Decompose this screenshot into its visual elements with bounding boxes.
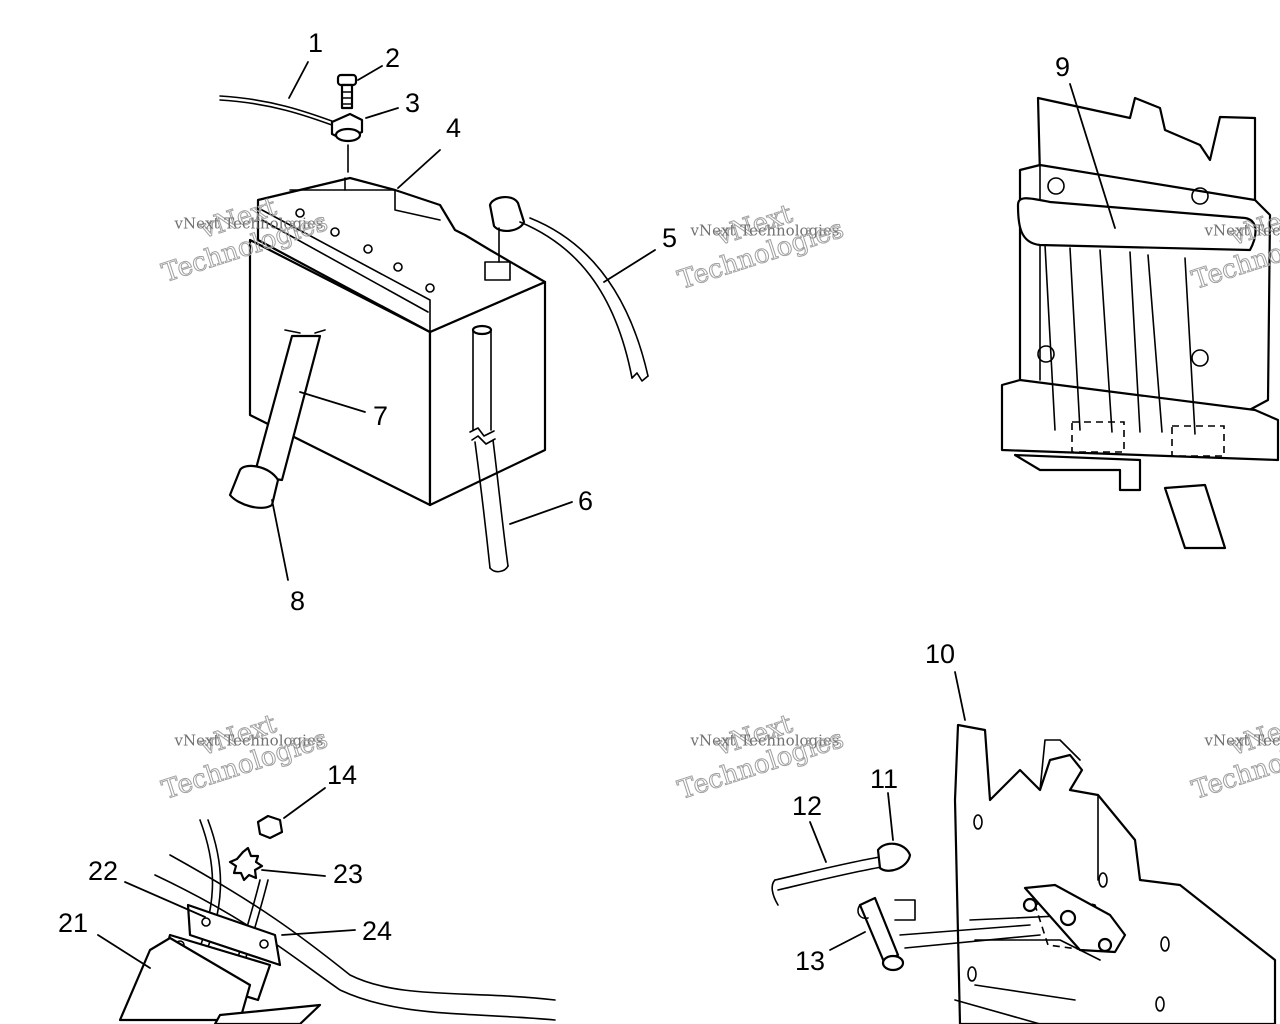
tray-mount-assembly: 10 11 12 13 [771,639,1277,1024]
callout-8: 8 [290,586,305,616]
callout-6: 6 [578,486,593,516]
callout-1: 1 [308,28,323,58]
svg-text:vNext Technologies: vNext Technologies [690,732,840,750]
cable-terminal [876,842,912,872]
callout-4: 4 [446,113,461,143]
battery [248,176,547,507]
connector-block [118,936,252,1022]
svg-text:vNext Technologies: vNext Technologies [1204,222,1280,240]
battery-assembly: 1 2 3 4 5 6 7 8 [219,28,677,616]
svg-text:vNext Technologies: vNext Technologies [174,215,324,233]
mounting-bolt [857,896,905,972]
svg-text:vNext Technologies: vNext Technologies [1204,732,1280,750]
callout-11: 11 [870,764,898,794]
watermark-top-center: vNext vNext Technologies Technologies [674,199,848,297]
callout-21: 21 [58,908,88,938]
callout-3: 3 [405,88,420,118]
wiring-clamp-assembly: 14 23 22 21 24 [58,760,556,1024]
star-washer [228,846,264,882]
callout-10: 10 [925,639,955,669]
ground-bracket [1022,883,1127,954]
callout-13: 13 [795,946,825,976]
battery-box: 9 [1000,52,1280,550]
nut [256,814,284,840]
vent-hose [469,324,509,573]
ground-cable [774,856,881,881]
watermark-bottom-right: vNext vNext Technologies Technologies [1188,709,1280,807]
mounting-bracket [953,723,1277,1024]
battery-cable [219,99,341,129]
callout-24: 24 [362,916,392,946]
positive-cable [488,196,649,382]
strap-boot [228,464,280,509]
svg-text:vNext Technologies: vNext Technologies [690,222,840,240]
callout-14: 14 [327,760,357,790]
callout-2: 2 [385,43,400,73]
callout-12: 12 [792,791,822,821]
callout-9: 9 [1055,52,1070,82]
watermark-bottom-center: vNext vNext Technologies Technologies [674,709,848,807]
callout-7: 7 [373,401,388,431]
svg-text:vNext Technologies: vNext Technologies [174,732,324,750]
bolt [336,73,358,110]
callout-22: 22 [88,856,118,886]
callout-23: 23 [333,859,363,889]
terminal-nut [330,112,364,143]
watermark-bottom-left: vNext vNext Technologies Technologies [158,709,332,807]
callout-5: 5 [662,223,677,253]
hold-down-strap [252,329,326,482]
